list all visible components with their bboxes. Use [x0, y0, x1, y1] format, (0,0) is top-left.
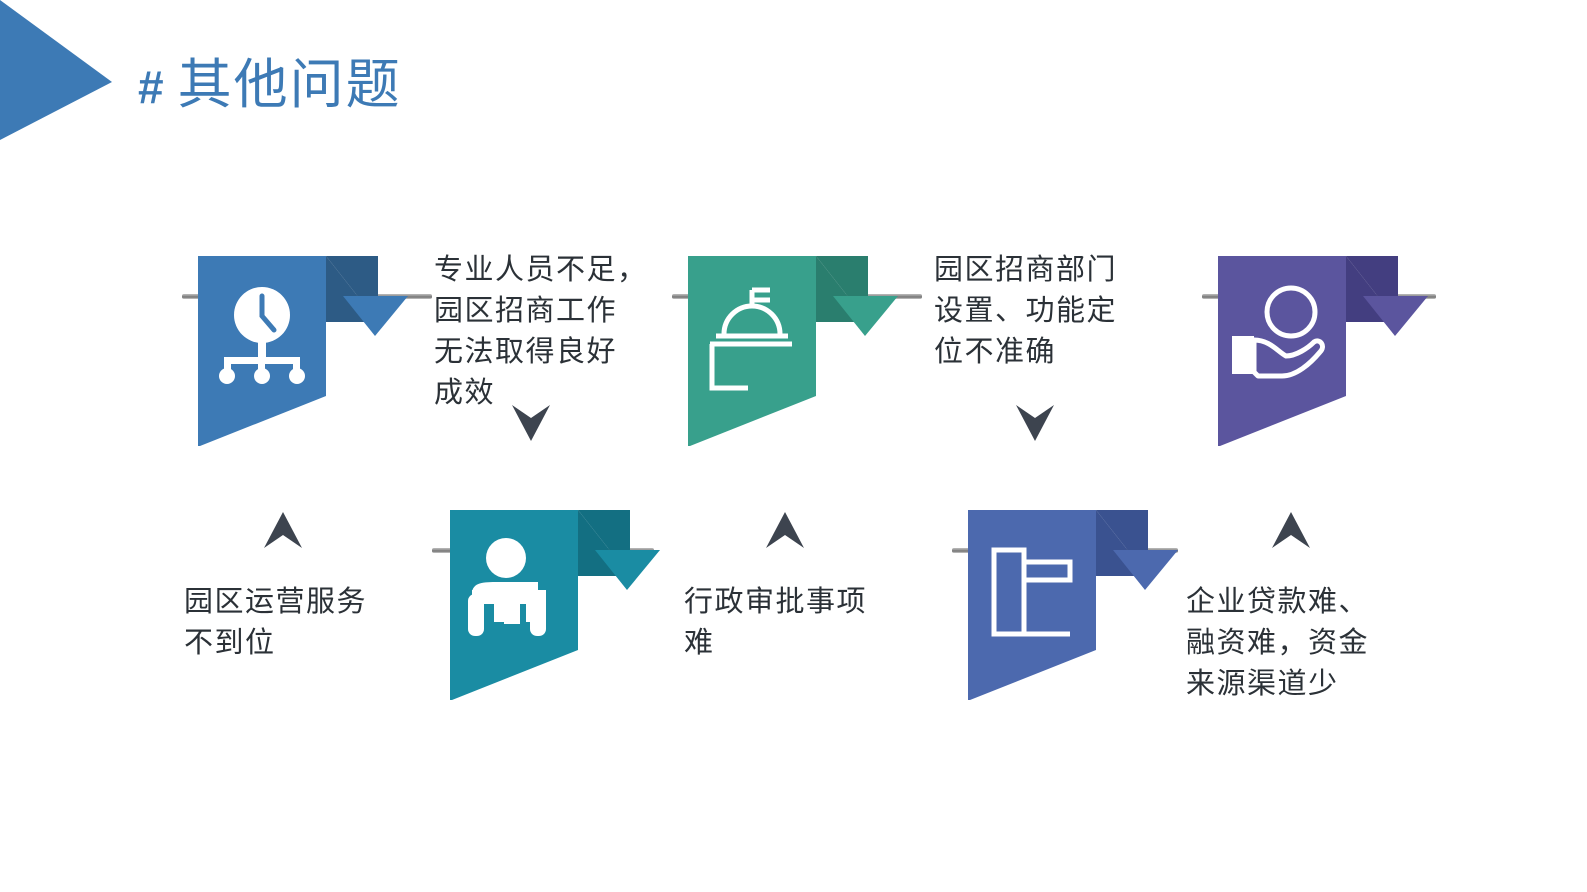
- title-hash-marker: #: [138, 61, 164, 113]
- item-label-4: 行政审批事项 难: [684, 586, 868, 659]
- banner-item-3[interactable]: [1218, 256, 1454, 461]
- banner-item-2[interactable]: [688, 256, 924, 461]
- hand-coin-icon: [1232, 285, 1325, 379]
- chevron-down-icon-2: [1016, 405, 1054, 441]
- banner-shape-2: [688, 256, 898, 446]
- bar-chart-icon: [991, 547, 1073, 637]
- banner-item-4[interactable]: [450, 510, 686, 715]
- banner-item-1[interactable]: [198, 256, 434, 461]
- item-label-1: 专业人员不足， 园区招商工作 无法取得良好 成效: [434, 254, 648, 409]
- title-text: 其他问题: [177, 55, 402, 115]
- person-desk-icon: [468, 538, 546, 636]
- banner-shape-4: [450, 510, 660, 700]
- chevron-up-icon-2: [766, 512, 804, 548]
- page-title: # 其他问题: [138, 40, 402, 119]
- chevron-up-icon-1: [264, 512, 302, 548]
- chevron-up-icon-3: [1272, 512, 1310, 548]
- chevron-down-icon-1: [512, 405, 550, 441]
- banner-tail-2: [833, 296, 898, 336]
- banner-body-5: [968, 510, 1096, 700]
- banner-tail-3: [1363, 296, 1428, 336]
- banner-tail-4: [595, 550, 660, 590]
- banner-body-2: [688, 256, 816, 446]
- corner-triangle-shape: [0, 0, 112, 140]
- item-label-2: 园区招商部门 设置、功能定 位不准确: [934, 254, 1118, 368]
- banner-tail-5: [1113, 550, 1178, 590]
- banner-shape-1: [198, 256, 408, 446]
- item-label-3: 企业贷款难、 融资难，资金 来源渠道少: [1186, 586, 1370, 700]
- clock-hierarchy-icon: [219, 287, 305, 384]
- corner-triangle-decoration: [0, 0, 112, 140]
- banner-item-5[interactable]: [968, 510, 1204, 715]
- banner-shape-3: [1218, 256, 1428, 446]
- banner-tail-1: [343, 296, 408, 336]
- item-label-5: 园区运营服务 不到位: [184, 586, 368, 659]
- banner-shape-5: [968, 510, 1178, 700]
- service-bell-icon: [709, 287, 792, 391]
